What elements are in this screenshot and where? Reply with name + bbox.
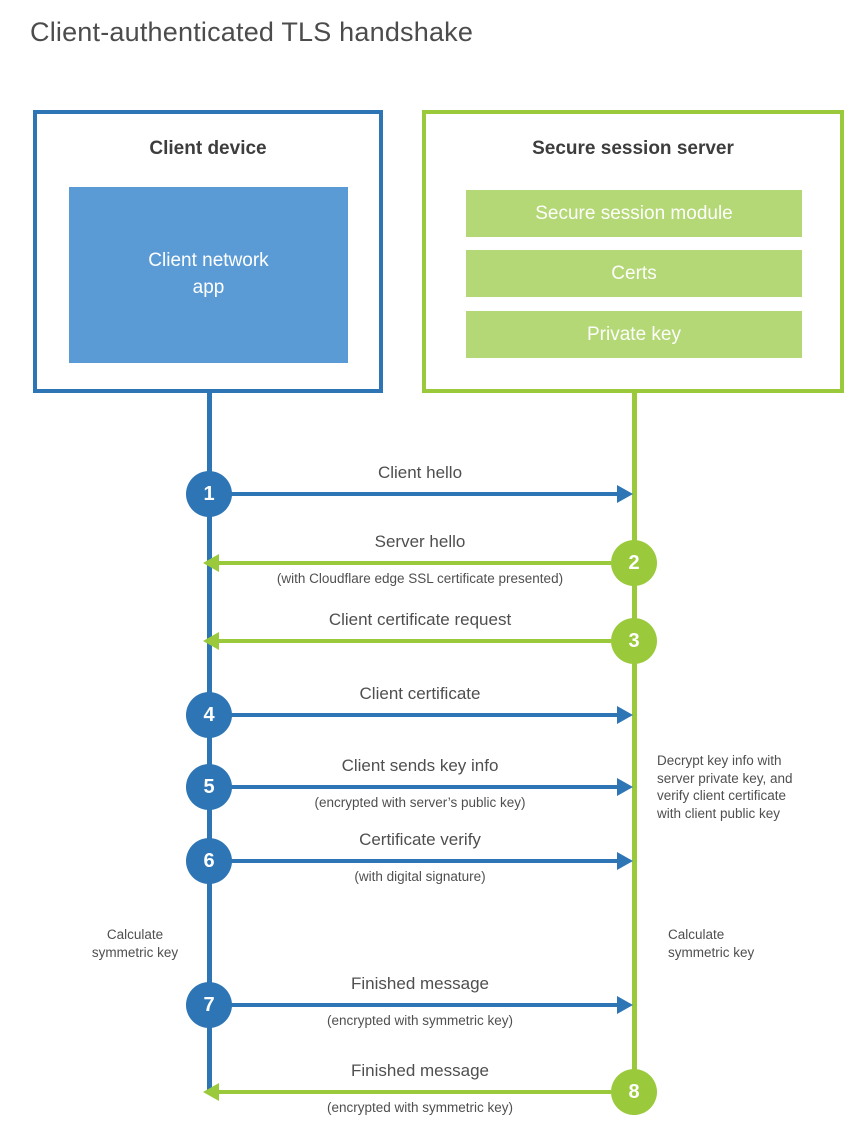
step-4-label: Client certificate	[359, 684, 481, 703]
client-network-app-block: Client network app	[69, 187, 348, 363]
step-2-label: Server hello	[374, 532, 466, 551]
step-8: 8 Finished message (encrypted with symme…	[0, 1061, 865, 1115]
step-8-label: Finished message	[351, 1061, 489, 1080]
step-3-arrow-shaft	[218, 639, 611, 643]
step-8-badge: 8	[611, 1069, 657, 1115]
step-5-badge: 5	[186, 764, 232, 810]
calculate-symmetric-key-server: Calculate symmetric key	[668, 927, 755, 960]
step-5-arrow-shaft	[230, 785, 618, 789]
step-7-sublabel: (encrypted with symmetric key)	[326, 1013, 514, 1028]
arrow-right-icon	[617, 996, 633, 1014]
arrow-right-icon	[617, 706, 633, 724]
step-5-label: Client sends key info	[341, 756, 499, 775]
step-4-badge: 4	[186, 692, 232, 738]
server-lifeline	[632, 393, 637, 1115]
calculate-symmetric-key-client: Calculate symmetric key	[91, 927, 179, 960]
step-1: 1 Client hello	[0, 463, 865, 517]
step-3: 3 Client certificate request	[0, 610, 865, 664]
step-6-label: Certificate verify	[359, 830, 481, 849]
step-2-sublabel: (with Cloudflare edge SSL certificate pr…	[276, 571, 564, 586]
secure-session-server-box: Secure session server Secure session mod…	[422, 110, 844, 393]
step-2: 2 Server hello (with Cloudflare edge SSL…	[0, 532, 865, 586]
step-8-sublabel: (encrypted with symmetric key)	[326, 1100, 514, 1115]
step-3-label: Client certificate request	[328, 610, 512, 629]
arrow-left-icon	[203, 1083, 219, 1101]
step-7: 7 Finished message (encrypted with symme…	[0, 974, 865, 1028]
step-5: 5 Client sends key info (encrypted with …	[0, 756, 865, 810]
step-6-arrow-shaft	[230, 859, 618, 863]
module-certs: Certs	[466, 250, 802, 297]
client-device-box: Client device Client network app	[33, 110, 383, 393]
arrow-right-icon	[617, 485, 633, 503]
arrow-left-icon	[203, 554, 219, 572]
step-4-arrow-shaft	[230, 713, 618, 717]
step-6-badge: 6	[186, 838, 232, 884]
page-title: Client-authenticated TLS handshake	[30, 17, 474, 47]
arrow-right-icon	[617, 778, 633, 796]
step-3-badge: 3	[611, 618, 657, 664]
module-private-key: Private key	[466, 311, 802, 358]
step-1-arrow-shaft	[230, 492, 618, 496]
step-2-badge: 2	[611, 540, 657, 586]
client-device-title: Client device	[149, 138, 267, 159]
arrow-left-icon	[203, 632, 219, 650]
step-6-sublabel: (with digital signature)	[354, 869, 486, 884]
arrow-right-icon	[617, 852, 633, 870]
step-4: 4 Client certificate	[0, 684, 865, 738]
step-7-label: Finished message	[351, 974, 489, 993]
step-8-arrow-shaft	[218, 1090, 611, 1094]
step-5-sublabel: (encrypted with server’s public key)	[314, 795, 526, 810]
decrypt-key-note: Decrypt key info with server private key…	[657, 753, 793, 821]
step-7-arrow-shaft	[230, 1003, 618, 1007]
step-6: 6 Certificate verify (with digital signa…	[0, 830, 865, 884]
module-secure-session: Secure session module	[466, 190, 802, 237]
secure-session-server-title: Secure session server	[532, 138, 734, 159]
step-7-badge: 7	[186, 982, 232, 1028]
step-2-arrow-shaft	[218, 561, 611, 565]
step-1-badge: 1	[186, 471, 232, 517]
step-1-label: Client hello	[377, 463, 463, 482]
client-lifeline	[207, 393, 212, 1093]
